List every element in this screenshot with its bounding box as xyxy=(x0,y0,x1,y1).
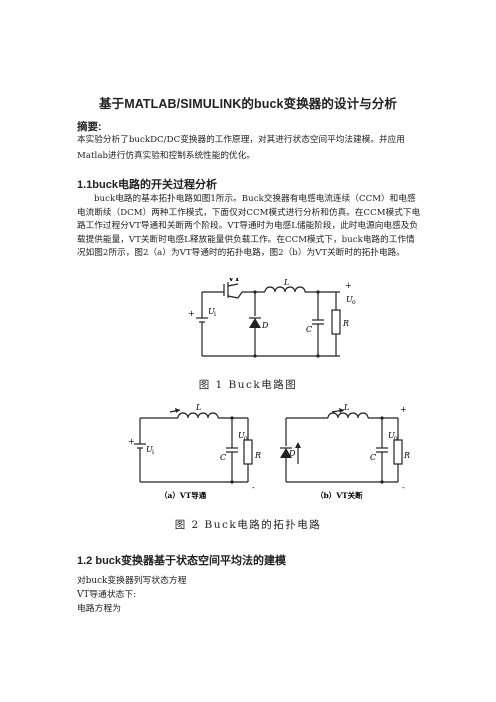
text-line-3: 电路方程为 xyxy=(77,604,121,614)
section1-heading: 1.1buck电路的开关过程分析 xyxy=(77,179,217,191)
label-plus: + xyxy=(188,309,195,318)
label-d-b: D xyxy=(288,449,296,458)
label-l-a: L xyxy=(195,403,201,412)
label-ui-a: U xyxy=(146,445,153,454)
label-ui-sub: i xyxy=(214,311,216,318)
label-ui-sub-a: i xyxy=(152,449,154,456)
text-line-1: 对buck变换器列写状态方程 xyxy=(77,576,187,586)
label-uo: U xyxy=(346,295,353,304)
label-ui: U xyxy=(208,307,215,316)
label-l-b: L xyxy=(343,403,349,412)
section2-heading: 1.2 buck变换器基于状态空间平均法的建模 xyxy=(77,555,287,567)
figure2b-label: （b）VT关断 xyxy=(316,490,363,500)
label-r: R xyxy=(342,319,349,328)
label-plus-out: + xyxy=(345,281,352,290)
abstract-label: 摘要: xyxy=(77,121,102,133)
label-c: C xyxy=(306,325,312,334)
label-c-a: C xyxy=(220,453,226,462)
label-plus-a: + xyxy=(128,437,135,446)
figure1-buck-circuit: VT L D C R + U i + U o xyxy=(188,278,356,358)
label-plus-b: + xyxy=(400,405,407,414)
figure2-caption: 图 2 Buck电路的拓扑电路 xyxy=(174,519,322,531)
label-uo-b: U xyxy=(388,431,395,440)
label-c-b: C xyxy=(370,453,376,462)
figure2b-vt-off: L D C R + U o - （b）VT关断 xyxy=(280,403,410,500)
text-line-2: VT导通状态下: xyxy=(77,590,137,600)
label-uo-a: U xyxy=(238,431,245,440)
figure2a-label: （a）VT导通 xyxy=(160,490,207,500)
label-d: D xyxy=(261,321,269,330)
label-uo-sub-a: o xyxy=(244,435,248,442)
label-uo-sub: o xyxy=(352,299,356,306)
label-vt: VT xyxy=(227,278,240,283)
label-r-a: R xyxy=(254,451,261,460)
label-uo-sub-b: o xyxy=(394,435,398,442)
label-minus-a: - xyxy=(252,483,255,492)
figure2a-vt-on: L C R + U i U o - （a）VT导通 xyxy=(128,403,261,500)
document-title: 基于MATLAB/SIMULINK的buck变换器的设计与分析 xyxy=(99,97,397,111)
section1-text: buck电路的基本拓扑电路如图1所示。Buck交换器有电感电流连续（CCM）和电… xyxy=(77,194,421,258)
label-l: L xyxy=(283,278,289,287)
label-r-b: R xyxy=(403,451,410,460)
label-minus-b: - xyxy=(402,483,405,492)
figure1-caption: 图 1 Buck电路图 xyxy=(198,379,298,391)
abstract-text: 本实验分析了buckDC/DC变换器的工作原理，对其进行状态空间平均法建模。并应… xyxy=(77,135,405,161)
